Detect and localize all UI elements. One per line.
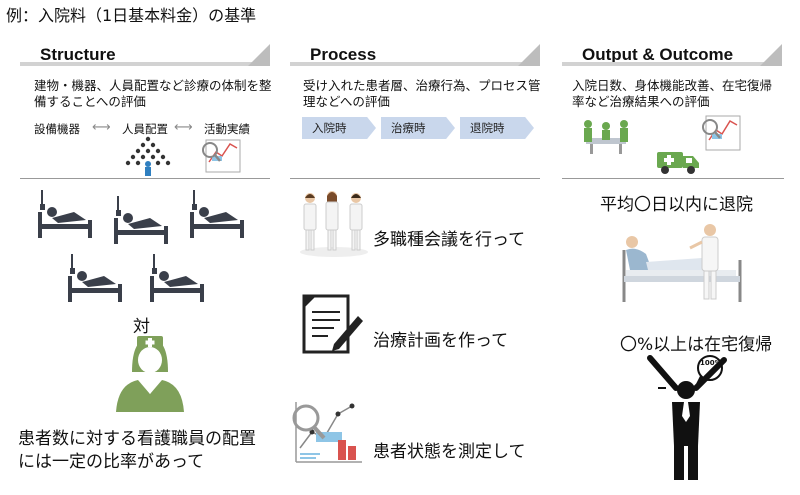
double-arrow-icon: ⟷ <box>174 120 193 135</box>
process-heading: Process <box>310 45 377 64</box>
header-underline <box>20 62 270 66</box>
header-wedge <box>760 44 782 66</box>
page-title: 例：入院料（1日基本料金）の基準 <box>6 6 257 25</box>
header-underline <box>562 62 782 66</box>
structure-heading: Structure <box>40 45 116 64</box>
header-wedge <box>248 44 270 66</box>
medical-staff-icon <box>300 191 368 257</box>
ambulance-icon <box>657 152 699 174</box>
process-caption-meeting: 多職種会議を行って <box>373 230 526 250</box>
process-header: Process <box>290 44 540 66</box>
process-caption-plan: 治療計画を作って <box>373 331 509 351</box>
measurement-chart-icon <box>292 402 362 463</box>
header-wedge <box>518 44 540 66</box>
item-activity: 活動実績 <box>204 122 250 136</box>
outcome-heading: Output & Outcome <box>582 45 734 64</box>
structure-description: 建物・機器、人員配置など診療の体制を整備することへの評価 <box>34 78 272 109</box>
hospital-beds-icon <box>37 189 245 303</box>
stage-treatment: 治療時 <box>381 117 455 139</box>
stage-discharge: 退院時 <box>460 117 534 139</box>
item-staffing: 人員配置 <box>122 122 168 136</box>
process-caption-measure: 患者状態を測定して <box>373 442 526 462</box>
versus-label: 対 <box>133 317 150 337</box>
stage-admission: 入院時 <box>302 117 376 139</box>
staff-pyramid-icon <box>125 136 171 176</box>
outcome-caption-home: 〇%以上は在宅復帰 <box>620 335 773 355</box>
divider <box>20 178 270 179</box>
divider <box>290 178 540 179</box>
header-underline <box>290 62 540 66</box>
structure-caption: 患者数に対する看護職員の配置には一定の比率があって <box>18 429 256 472</box>
outcome-header: Output & Outcome <box>562 44 782 66</box>
item-equipment: 設備機器 <box>34 122 80 136</box>
nurse-icon <box>116 336 184 412</box>
celebrating-person-icon <box>647 355 727 480</box>
chart-report-icon <box>702 115 741 151</box>
outcome-description: 入院日数、身体機能改善、在宅復帰率など治療結果への評価 <box>572 78 773 109</box>
outcome-caption-discharge: 平均〇日以内に退院 <box>600 195 753 215</box>
divider <box>562 178 784 179</box>
badge-100-percent: 100% <box>700 359 722 367</box>
structure-header: Structure <box>20 44 270 66</box>
chart-report-icon <box>202 139 241 173</box>
document-pen-icon <box>302 294 363 354</box>
process-description: 受け入れた患者層、治療行為、プロセス管理などへの評価 <box>303 78 541 109</box>
double-arrow-icon: ⟷ <box>92 120 111 135</box>
patient-doctor-icon <box>622 224 742 302</box>
surgery-team-icon <box>584 120 628 154</box>
